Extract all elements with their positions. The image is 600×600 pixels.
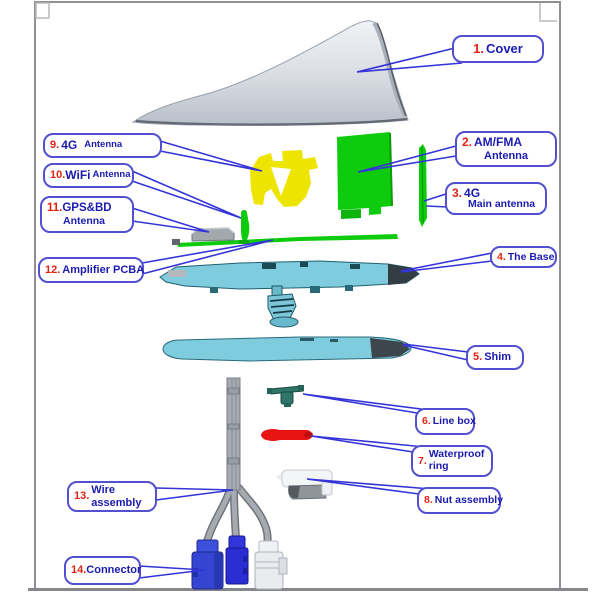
callout-text: Nut assembly	[434, 494, 504, 507]
callout-text: Cover	[485, 40, 523, 56]
callout-text: AM/FMA	[474, 134, 523, 149]
callout-connector: 14. Connector	[64, 556, 141, 585]
callout-number: 3.	[452, 186, 463, 201]
cover-part	[131, 20, 409, 126]
callout-number: 5.	[473, 351, 483, 364]
callout-cover: 1. Cover	[452, 35, 544, 63]
leader-lines	[131, 47, 493, 579]
callout-nut-assembly: 8. Nut assembly	[417, 487, 504, 514]
callout-number: 9.	[50, 139, 60, 152]
callout-text: 4G	[464, 186, 481, 201]
callout-line-box: 6. Line box	[415, 408, 476, 435]
callout-text2: Main antenna	[468, 197, 536, 210]
connector-blue-left	[191, 539, 224, 590]
nut-assembly-part	[276, 469, 333, 500]
callout-text2: ring	[428, 460, 449, 472]
base-screw	[267, 285, 299, 328]
shim-part	[162, 336, 412, 362]
canvas-border	[28, 1, 588, 591]
corner-handle-left	[35, 2, 50, 19]
callout-text: GPS&BD	[62, 201, 112, 214]
connector-white-right	[254, 540, 288, 590]
callout-number: 6.	[422, 415, 431, 428]
callout-text: Line box	[432, 415, 476, 428]
connector-part	[191, 535, 288, 590]
callout-text: 4G	[61, 137, 78, 152]
callout-wifi-antenna: 10. WiFi Antenna	[43, 163, 134, 188]
antenna-wifi-part	[239, 210, 250, 244]
callout-amfm-antenna: 2.AM/FMA Antenna	[455, 131, 557, 167]
wire-assembly-part	[202, 377, 272, 549]
callout-number: 7.	[418, 454, 427, 467]
callout-text: WiFi	[65, 167, 91, 182]
callout-4g-antenna: 9. 4G Antenna	[43, 133, 162, 158]
callout-number: 13.	[74, 490, 90, 503]
callout-text: Waterproof	[428, 448, 485, 461]
callout-number: 14.	[71, 564, 87, 577]
callout-text2: Antenna	[92, 169, 131, 181]
callout-amplifier-pcba: 12. Amplifier PCBA	[38, 257, 144, 283]
amplifier-pcba-part	[172, 234, 398, 247]
callout-number: 4.	[497, 250, 506, 263]
callout-shim: 5. Shim	[466, 345, 524, 370]
antenna-4g-main-part	[419, 144, 427, 227]
base-part	[159, 260, 420, 328]
callout-number: 8.	[424, 494, 433, 507]
antenna-amfm-part	[337, 132, 393, 219]
callout-text: Shim	[484, 351, 512, 364]
callout-base: 4. The Base	[490, 246, 557, 268]
callout-text2: Antenna	[484, 149, 528, 162]
antenna-4g-yellow-part	[250, 150, 318, 207]
callout-gpsbd-antenna: 11.GPS&BD Antenna	[40, 196, 134, 233]
callout-wire-assembly: 13. Wire assembly	[67, 481, 157, 512]
callout-number: 11.	[47, 201, 63, 214]
callout-text: Connector	[86, 564, 142, 577]
callout-text: The Base	[507, 250, 555, 263]
line-box-part	[267, 385, 304, 407]
callout-text2: Antenna	[63, 215, 105, 228]
corner-handle-right	[539, 3, 557, 22]
callout-number: 2.	[462, 134, 473, 149]
callout-number: 1.	[473, 40, 484, 56]
callout-4g-main-antenna: 3.4G Main antenna	[445, 182, 547, 215]
waterproof-ring-part	[261, 429, 313, 441]
callout-number: 10.	[50, 169, 66, 182]
callout-text2: assembly	[91, 496, 142, 509]
callout-text2: Antenna	[84, 139, 123, 151]
callout-text: Amplifier PCBA	[62, 263, 145, 276]
callout-text: Wire	[91, 484, 116, 497]
callout-number: 12.	[45, 263, 61, 276]
connector-blue-middle	[225, 535, 249, 585]
callout-waterproof-ring: 7. Waterproof ring	[411, 445, 493, 477]
